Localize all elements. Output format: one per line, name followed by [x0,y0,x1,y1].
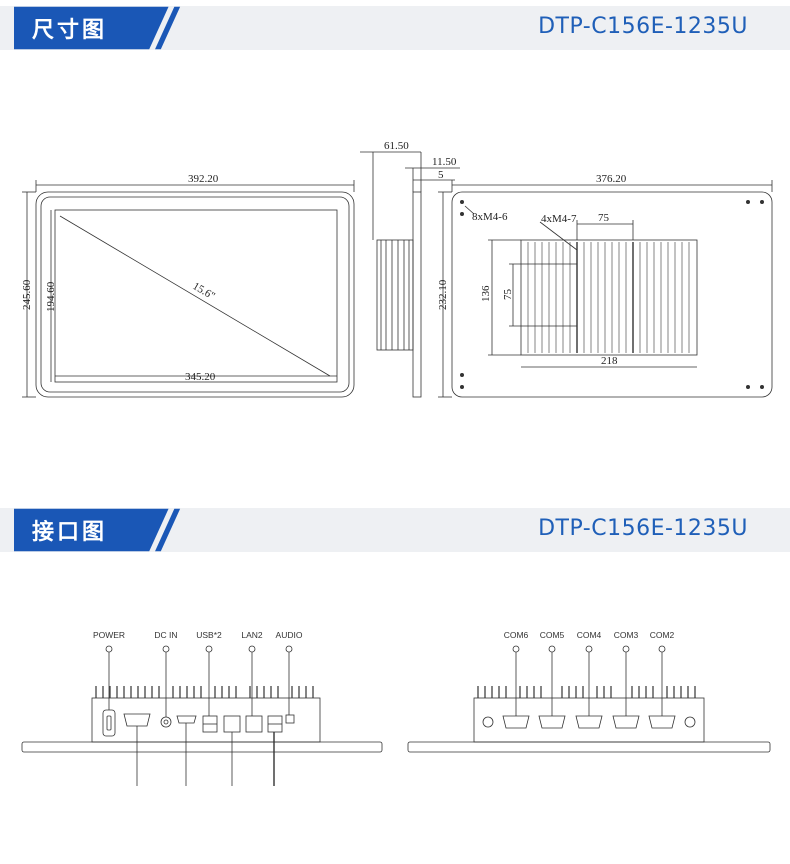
front-inner-frame [40,196,350,393]
left-box [91,697,321,743]
header-tab [14,6,181,50]
diagonal-label: 15.6" [191,280,218,302]
port-label-com6: COM6 [504,630,529,640]
port-label-dc-in: DC IN [154,630,177,640]
port-label-com4: COM4 [577,630,602,640]
dimension-drawing: 392.20 245.60 194.60 345.20 15.6" 61.50 … [21,140,773,398]
vesa-horizontal-label: 75 [598,212,610,224]
interface-drawing: POWER DC IN USB*2 LAN2 AUDIO COM6 COM5 C… [21,630,771,786]
back-height-label: 232.10 [437,279,449,310]
lan2-port [245,715,263,733]
diagonal-line [59,215,331,377]
box-height-label: 136 [480,285,492,302]
com2-port [648,715,676,729]
vesa-vertical-label: 75 [502,289,514,301]
lan1-port [223,715,241,733]
port-label-com5: COM5 [540,630,565,640]
callout-dots [105,645,666,653]
port-label-usb: USB*2 [196,630,222,640]
screen-height-label: 194.60 [45,281,57,312]
hdmi-port [176,715,197,724]
side-bezel-label: 5 [438,169,444,181]
front-view [22,180,355,398]
dc-in-jack [160,716,172,728]
port-label-lan2: LAN2 [241,630,263,640]
section-header-dimensions: 尺寸图 DTP-C156E-1235U [0,6,790,50]
com3-port [612,715,640,729]
side-box [376,239,414,351]
heatsink-box [520,239,698,356]
right-io-panel [407,652,771,753]
power-switch [102,709,116,737]
front-height-label: 245.60 [21,279,33,310]
right-panel-base [407,741,771,753]
port-label-com2: COM2 [650,630,675,640]
back-outer-frame [451,191,773,398]
front-width-label: 392.20 [188,173,219,185]
back-view [438,180,773,398]
back-width-label: 376.20 [596,173,627,185]
screen-width-label: 345.20 [185,371,216,383]
front-outer-frame [35,191,355,398]
com5-port [538,715,566,729]
model-name: DTP-C156E-1235U [538,14,748,39]
com6-port [502,715,530,729]
front-screen [54,209,338,383]
holes-label: 8xM4-6 [472,211,508,223]
left-io-panel [21,652,383,786]
port-label-com3: COM3 [614,630,639,640]
box-width-label: 218 [601,355,618,367]
side-offset-label: 11.50 [432,156,457,168]
header-tab [14,508,181,552]
left-panel-base [21,741,383,753]
side-depth-label: 61.50 [384,140,409,152]
ground-screw-left [482,716,494,728]
section-header-interfaces: 接口图 DTP-C156E-1235U [0,508,790,552]
section-title: 接口图 [32,520,108,545]
model-name: DTP-C156E-1235U [538,516,748,541]
section-title: 尺寸图 [32,18,108,43]
port-label-power: POWER [93,630,125,640]
port-label-audio: AUDIO [276,630,303,640]
com4-port [575,715,603,729]
ground-screw-right [684,716,696,728]
side-view [360,151,460,398]
serial-port [123,713,151,727]
vesa-holes-label: 4xM4-7 [541,213,577,225]
audio-jack [285,714,295,724]
mounting-holes [460,200,764,389]
side-panel [412,191,422,398]
